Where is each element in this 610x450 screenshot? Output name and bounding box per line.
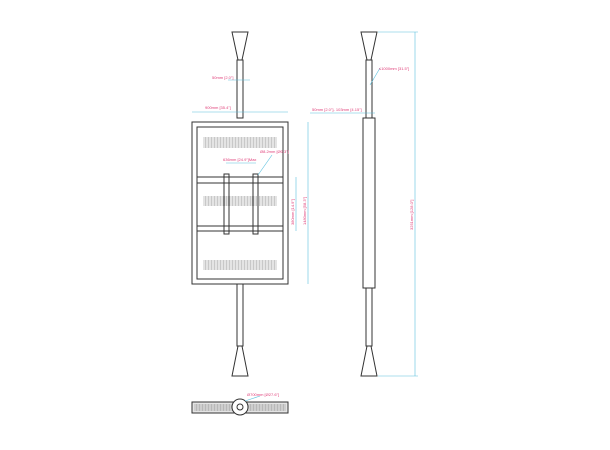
display-inner <box>196 126 284 280</box>
bracket-span-label: 636mm [24.9"]Max <box>223 157 256 162</box>
bracket-right <box>252 173 259 235</box>
total-height-label: 3251mm [128.0"] <box>409 200 414 230</box>
upper-pole <box>236 59 244 119</box>
bracket-height-label: 380mm [14.9"] <box>290 199 295 225</box>
height-label: 1480mm [58.3"] <box>302 197 307 225</box>
pole-diameter-label: 50mm [2.0"] <box>212 75 233 80</box>
bracket-left <box>223 173 230 235</box>
ceiling-flare <box>231 31 249 61</box>
side-view: ≤1000mm [31.5"] 50mm [2.0"]- 103mm [4.15… <box>310 31 418 377</box>
pole-length-label: ≤1000mm [31.5"] <box>379 66 409 71</box>
base-diameter-label: Ø700mm [Ø27.6"] <box>247 392 279 397</box>
base-circle <box>231 398 249 416</box>
top-view: Ø700mm [Ø27.6"] <box>191 392 289 416</box>
front-view: 50mm [2.0"] 900mm [35.4"] Ø8.2mm [Ø0.3"]… <box>191 31 309 377</box>
display-side <box>362 117 376 289</box>
floor-flare <box>231 345 249 377</box>
width-label: 900mm [35.4"] <box>205 105 231 110</box>
hole-label: Ø8.2mm [Ø0.3"] <box>260 149 289 154</box>
vent-hatching <box>203 137 277 270</box>
depth-label: 50mm [2.0"]- 103mm [4.15"] <box>312 107 362 112</box>
lower-pole <box>236 283 244 347</box>
